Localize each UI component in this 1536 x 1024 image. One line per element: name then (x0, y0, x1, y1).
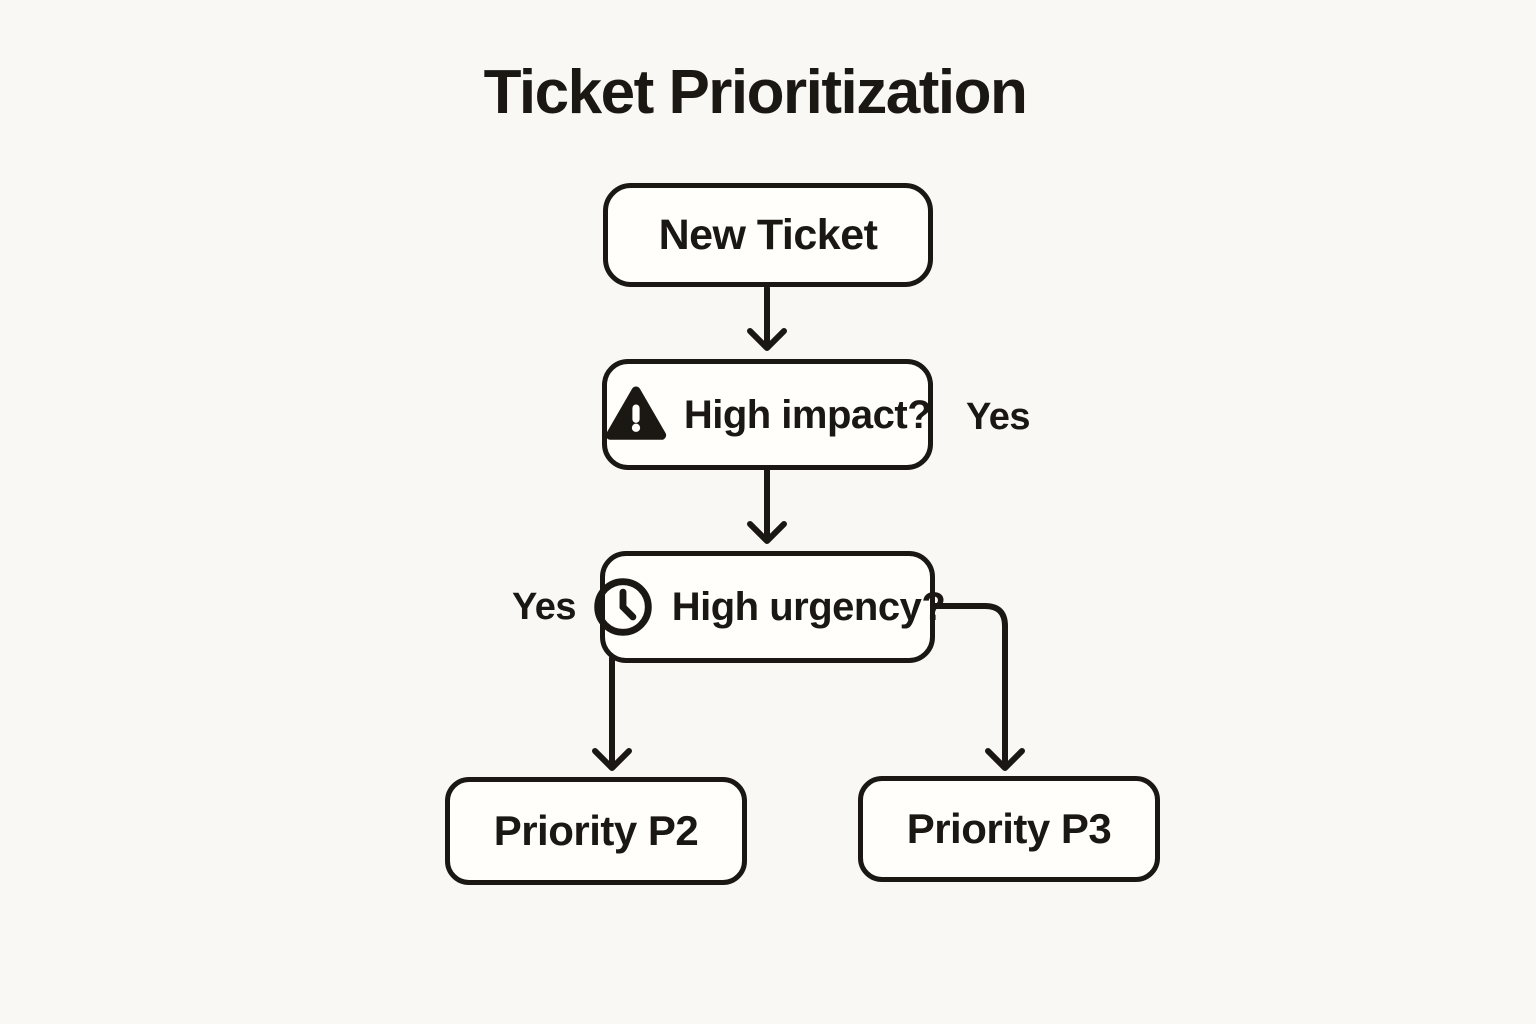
node-high-impact: High impact? (602, 359, 933, 470)
node-label: Priority P3 (906, 805, 1112, 852)
diagram-title: Ticket Prioritization (483, 58, 1028, 127)
node-new-ticket: New Ticket (603, 183, 933, 287)
connector-new-ticket-to-high-impact (747, 285, 787, 351)
node-label: Priority P2 (493, 807, 699, 854)
node-label: New Ticket (658, 210, 878, 259)
clock-icon (593, 578, 652, 636)
connector-high-urgency-to-priority-p3 (930, 603, 1025, 771)
node-priority-p2: Priority P2 (445, 777, 747, 885)
node-label: High urgency? (671, 585, 946, 629)
node-priority-p3: Priority P3 (858, 776, 1160, 882)
edge-label-yes-impact: Yes (965, 396, 1031, 438)
connector-high-urgency-to-priority-p2 (592, 655, 632, 771)
connector-high-impact-to-high-urgency (747, 467, 787, 544)
node-high-urgency: High urgency? (593, 551, 946, 663)
edge-label-yes-urgency: Yes (511, 586, 577, 628)
warning-icon (605, 385, 666, 440)
node-label: High impact? (683, 392, 932, 437)
